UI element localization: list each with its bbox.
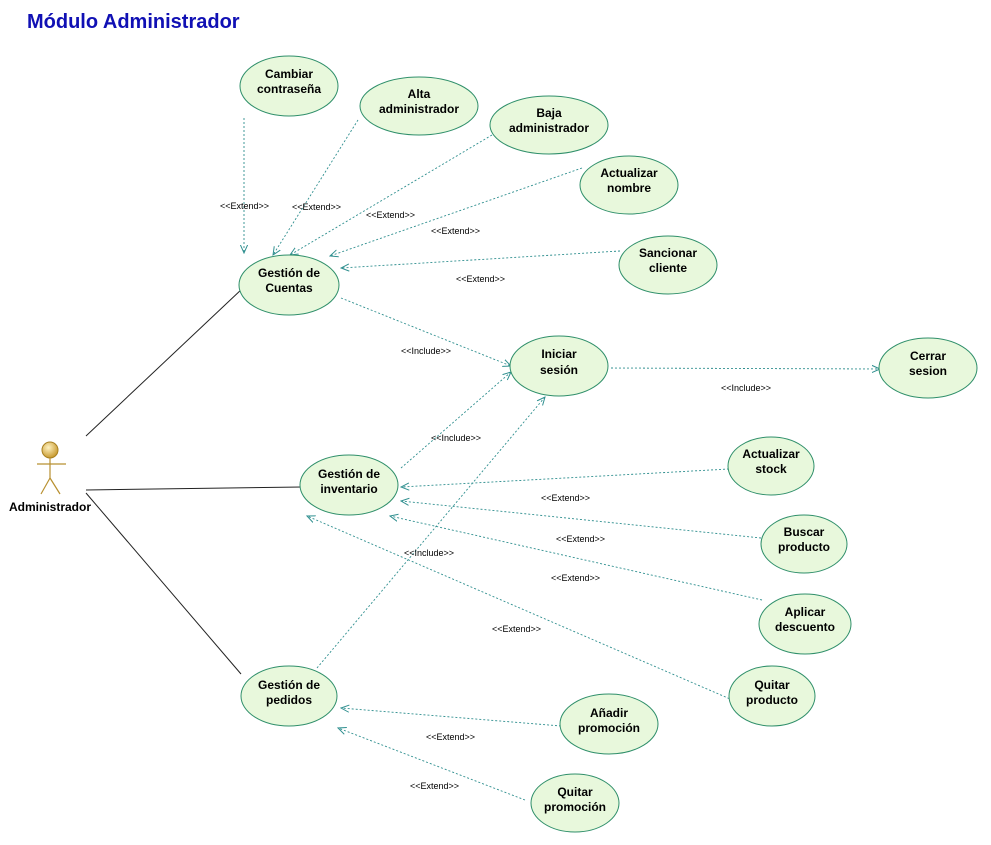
usecase-label: Aplicar [785, 605, 826, 619]
include-iniciar-cerrar [610, 368, 880, 369]
usecase-alta-administrador[interactable]: Alta administrador [359, 76, 479, 136]
include-pedidos-iniciar [316, 397, 545, 669]
usecase-label: administrador [509, 121, 589, 135]
extend-alta-administrador [273, 119, 359, 255]
usecase-label: Alta [408, 87, 431, 101]
usecase-quitar-producto[interactable]: Quitar producto [728, 665, 816, 727]
usecase-label: producto [778, 540, 830, 554]
usecase-label: Cuentas [265, 281, 313, 295]
usecase-label: Gestión de [258, 678, 320, 692]
include-inventario-iniciar [400, 372, 511, 469]
usecase-cambiar-contrasena[interactable]: Cambiar contraseña [239, 55, 339, 117]
usecase-quitar-promocion[interactable]: Quitar promoción [530, 773, 620, 833]
usecase-label: Gestión de [258, 266, 320, 280]
association-cuentas [85, 287, 244, 437]
extend-actualizar-stock [401, 468, 730, 487]
stereotype-label: <<Extend>> [366, 210, 415, 220]
extend-baja-administrador [290, 134, 493, 255]
stereotype-label: <<Extend>> [292, 202, 341, 212]
stereotype-label: <<Extend>> [492, 624, 541, 634]
extend-buscar-producto [401, 501, 762, 539]
usecase-label: sesion [909, 364, 947, 378]
usecase-cerrar-sesion[interactable]: Cerrar sesion [878, 337, 978, 399]
stereotype-label: <<Include>> [401, 346, 451, 356]
usecase-aplicar-descuento[interactable]: Aplicar descuento [758, 593, 852, 655]
usecase-label: Cerrar [910, 349, 946, 363]
extend-actualizar-nombre [330, 167, 583, 256]
usecase-iniciar-sesion[interactable]: Iniciar sesión [509, 335, 609, 397]
usecase-label: stock [755, 462, 787, 476]
usecase-label: Buscar [784, 525, 825, 539]
usecase-label: promoción [578, 721, 640, 735]
usecase-anadir-promocion[interactable]: Añadir promoción [559, 693, 659, 755]
stereotype-label: <<Extend>> [456, 274, 505, 284]
usecase-label: Baja [536, 106, 562, 120]
association-lines [85, 287, 303, 675]
usecase-gestion-cuentas[interactable]: Gestión de Cuentas [238, 254, 340, 316]
dependency-lines [244, 118, 880, 801]
stereotype-label: <<Include>> [404, 548, 454, 558]
usecase-gestion-inventario[interactable]: Gestión de inventario [299, 454, 399, 516]
diagram-title: Módulo Administrador [27, 11, 240, 33]
usecase-label: administrador [379, 102, 459, 116]
usecase-label: inventario [320, 482, 377, 496]
stereotype-labels: <<Extend>> <<Extend>> <<Extend>> <<Exten… [220, 201, 771, 791]
usecase-label: Iniciar [541, 347, 577, 361]
extend-anadir-promocion [341, 708, 562, 727]
extend-quitar-producto [307, 516, 745, 706]
stereotype-label: <<Extend>> [410, 781, 459, 791]
stereotype-label: <<Extend>> [551, 573, 600, 583]
usecase-label: Sancionar [639, 246, 697, 260]
stereotype-label: <<Extend>> [220, 201, 269, 211]
extend-aplicar-descuento [390, 516, 763, 601]
usecase-label: promoción [544, 800, 606, 814]
usecase-label: Quitar [754, 678, 790, 692]
stick-figure-actor-icon [37, 441, 66, 495]
usecase-label: cliente [649, 261, 687, 275]
stereotype-label: <<Extend>> [426, 732, 475, 742]
usecase-buscar-producto[interactable]: Buscar producto [760, 514, 848, 574]
usecase-actualizar-stock[interactable]: Actualizar stock [727, 436, 815, 496]
usecase-label: nombre [607, 181, 651, 195]
use-cases: Cambiar contraseña Alta administrador Ba… [238, 55, 978, 833]
usecase-baja-administrador[interactable]: Baja administrador [489, 95, 609, 155]
stereotype-label: <<Extend>> [541, 493, 590, 503]
stereotype-label: <<Extend>> [431, 226, 480, 236]
stereotype-label: <<Include>> [431, 433, 481, 443]
usecase-label: Actualizar [600, 166, 658, 180]
usecase-label: Añadir [590, 706, 628, 720]
actor-label: Administrador [9, 500, 91, 514]
usecase-label: Cambiar [265, 67, 313, 81]
usecase-actualizar-nombre[interactable]: Actualizar nombre [579, 155, 679, 215]
stereotype-label: <<Extend>> [556, 534, 605, 544]
association-pedidos [85, 492, 242, 675]
usecase-label: descuento [775, 620, 835, 634]
usecase-label: contraseña [257, 82, 321, 96]
association-inventario [85, 486, 303, 491]
extend-quitar-promocion [338, 728, 526, 801]
actor-administrador[interactable]: Administrador [9, 441, 91, 514]
usecase-label: producto [746, 693, 798, 707]
extend-sancionar-cliente [341, 250, 621, 268]
stereotype-label: <<Include>> [721, 383, 771, 393]
usecase-label: sesión [540, 363, 578, 377]
usecase-label: Gestión de [318, 467, 380, 481]
usecase-label: Actualizar [742, 447, 800, 461]
usecase-label: pedidos [266, 693, 312, 707]
usecase-label: Quitar [557, 785, 593, 799]
usecase-sancionar-cliente[interactable]: Sancionar cliente [618, 235, 718, 295]
usecase-gestion-pedidos[interactable]: Gestión de pedidos [240, 665, 338, 727]
include-cuentas-iniciar [340, 297, 511, 366]
